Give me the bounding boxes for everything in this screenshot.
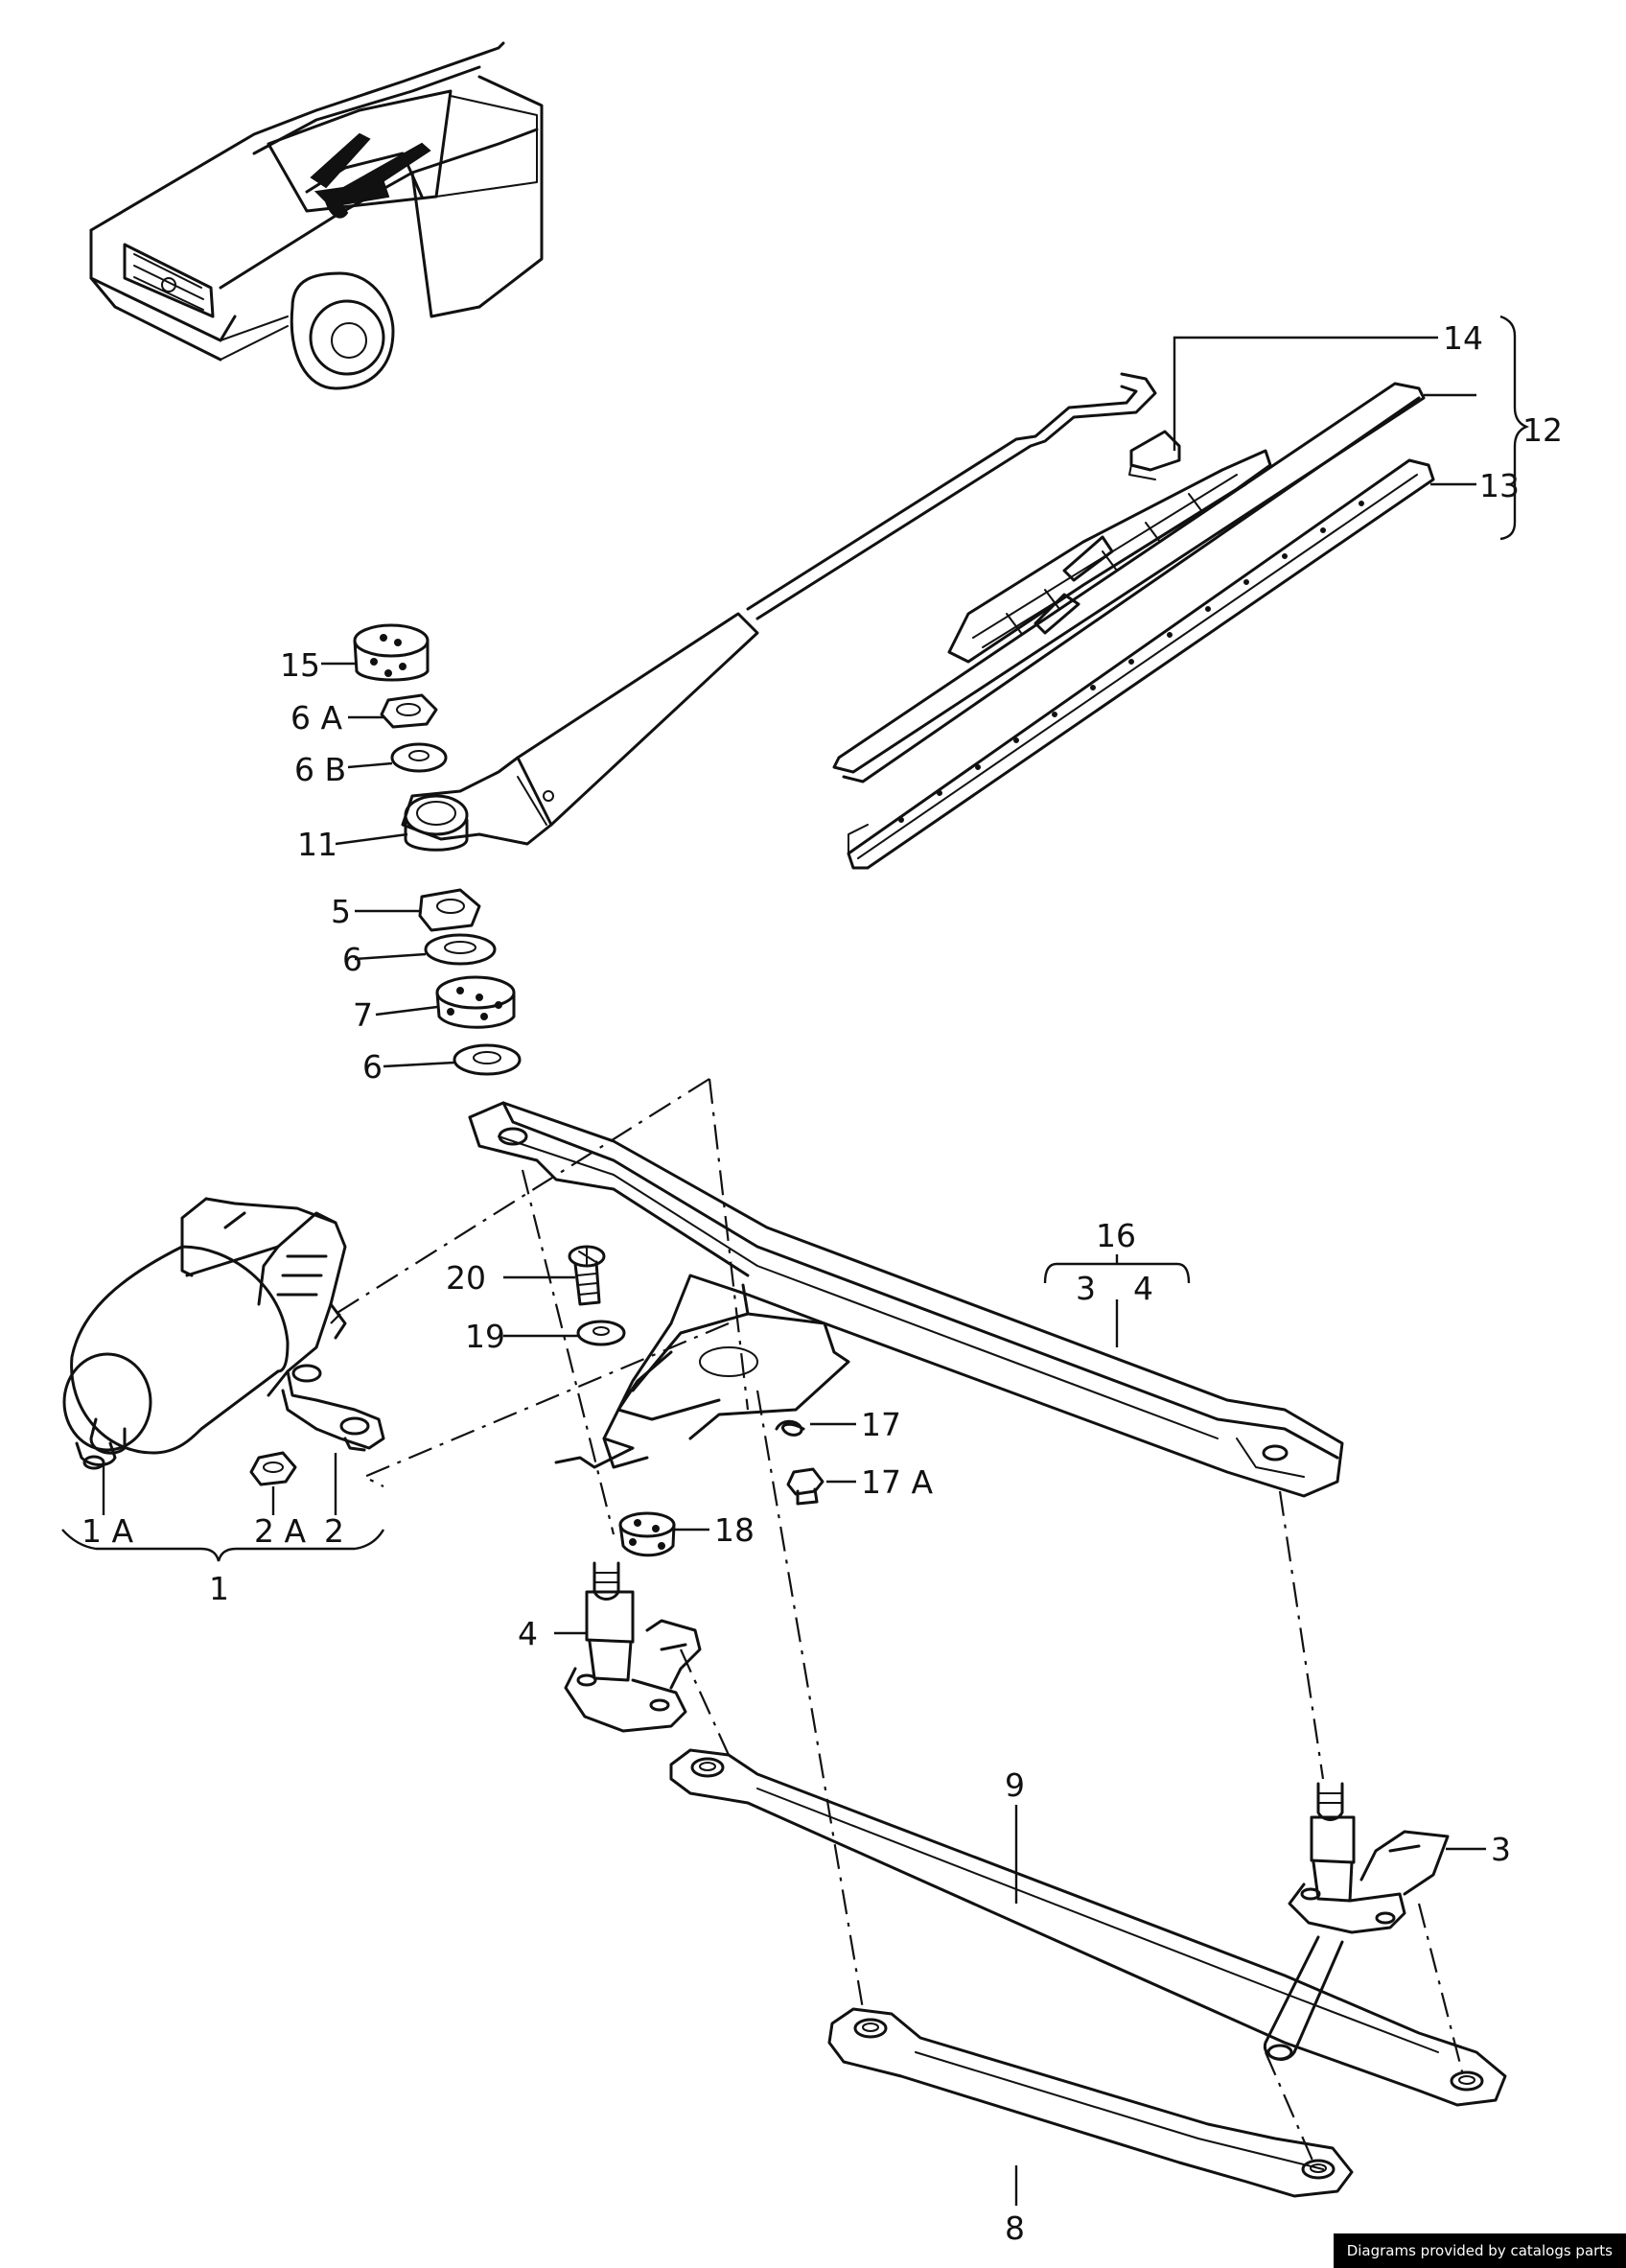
adapter-clip [1128, 430, 1181, 480]
assembly-guide-lines [330, 1078, 1464, 2163]
diagram-credit: Diagrams provided by catalogs parts [1333, 2233, 1626, 2268]
callout-2: 2 [324, 1512, 344, 1550]
callout-7: 7 [353, 996, 373, 1034]
grommet-7 [435, 975, 516, 1029]
wiper-bearing-left [564, 1561, 702, 1733]
callout-12: 12 [1522, 411, 1563, 449]
callout-14: 14 [1443, 319, 1483, 357]
callout-5: 5 [331, 893, 351, 930]
nut-2A [249, 1451, 297, 1486]
wiper-frame [468, 1101, 1344, 1498]
callout-1: 1 [209, 1570, 229, 1607]
nut-5 [418, 888, 481, 932]
callout-9: 9 [1005, 1766, 1025, 1804]
wiper-blade-rubber [847, 458, 1435, 870]
wiper-bearing-right [1263, 1782, 1450, 2061]
callout-11: 11 [297, 826, 337, 863]
link-rod-8 [827, 2007, 1354, 2198]
callout-16-4: 4 [1133, 1270, 1153, 1307]
callout-13: 13 [1479, 467, 1520, 504]
washer-19 [576, 1320, 626, 1346]
callout-4: 4 [518, 1615, 538, 1652]
bolt-20 [568, 1245, 606, 1306]
callout-8: 8 [1005, 2210, 1025, 2247]
grommet-18 [618, 1511, 676, 1557]
nut-6A [380, 693, 438, 729]
cap-15 [353, 623, 430, 682]
vehicle-location-illustration [89, 41, 544, 390]
callout-2A: 2 A [254, 1512, 306, 1550]
callout-6-upper: 6 [342, 941, 362, 978]
washer-6-lower [453, 1043, 522, 1076]
callout-labels: 14 12 13 15 6 A 6 B 11 5 6 7 6 16 3 4 20… [81, 319, 1563, 2247]
wiper-blade [832, 382, 1426, 783]
leader-lines [61, 315, 1530, 2206]
callout-18: 18 [714, 1511, 755, 1549]
bolt-17A [786, 1467, 825, 1506]
callout-20: 20 [446, 1259, 486, 1297]
motor-crank [281, 1364, 385, 1452]
callout-16-3: 3 [1076, 1270, 1096, 1307]
callout-16: 16 [1096, 1217, 1136, 1254]
callout-6A: 6 A [290, 699, 342, 737]
spring-clip-17 [775, 1419, 805, 1437]
callout-1A: 1 A [81, 1512, 133, 1550]
callout-15: 15 [280, 646, 320, 684]
callout-6-lower: 6 [362, 1048, 383, 1086]
washer-6B [390, 742, 448, 773]
callout-19: 19 [465, 1318, 505, 1355]
wiper-motor [62, 1197, 347, 1470]
callout-17A: 17 A [861, 1463, 933, 1501]
callout-3: 3 [1491, 1831, 1511, 1868]
link-rod-9 [669, 1748, 1507, 2107]
callout-17: 17 [861, 1406, 901, 1443]
wiper-arm [401, 372, 1157, 852]
callout-6B: 6 B [294, 751, 346, 788]
washer-6-upper [424, 933, 497, 966]
